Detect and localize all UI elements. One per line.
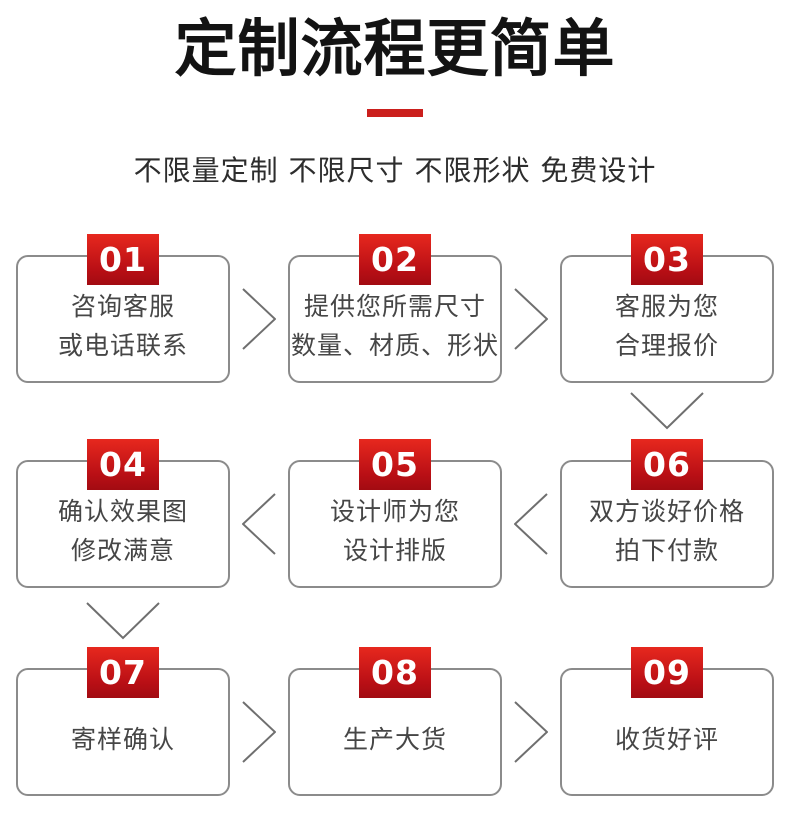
arrow-right-icon bbox=[230, 288, 288, 350]
step-number-badge: 02 bbox=[359, 234, 431, 285]
step-description: 生产大货 bbox=[343, 706, 447, 759]
step-line-1: 收货好评 bbox=[614, 724, 719, 754]
arrow-down-icon bbox=[86, 602, 160, 640]
step-description: 收货好评 bbox=[615, 706, 719, 759]
step-number-badge: 06 bbox=[631, 439, 703, 490]
step-description: 咨询客服 或电话联系 bbox=[58, 273, 188, 365]
step-description: 确认效果图 修改满意 bbox=[58, 478, 188, 570]
step-line-2: 设计排版 bbox=[342, 536, 447, 565]
arrow-down-icon bbox=[630, 392, 704, 430]
step-number-badge: 03 bbox=[631, 234, 703, 285]
step-line-1: 设计师为您 bbox=[329, 497, 460, 526]
flow-row-2: 04 确认效果图 修改满意 05 设计师为您 设计排版 06 bbox=[0, 439, 790, 588]
step-number-badge: 07 bbox=[87, 647, 159, 698]
arrow-right-icon bbox=[502, 701, 560, 763]
step-card-06: 06 双方谈好价格 拍下付款 bbox=[560, 439, 774, 588]
step-number-badge: 05 bbox=[359, 439, 431, 490]
step-card-04: 04 确认效果图 修改满意 bbox=[16, 439, 230, 588]
flow-row-1: 01 咨询客服 或电话联系 02 提供您所需尺寸 数量、材质、形状 bbox=[0, 234, 790, 383]
step-description: 客服为您 合理报价 bbox=[615, 273, 719, 365]
arrow-left-icon bbox=[502, 493, 560, 555]
step-number-badge: 09 bbox=[631, 647, 703, 698]
step-line-2: 修改满意 bbox=[70, 536, 175, 565]
title-underline-bar bbox=[367, 109, 423, 117]
step-card-09: 09 收货好评 bbox=[560, 647, 774, 796]
step-description: 设计师为您 设计排版 bbox=[330, 478, 460, 570]
step-number-badge: 04 bbox=[87, 439, 159, 490]
step-card-08: 08 生产大货 bbox=[288, 647, 502, 796]
arrow-right-icon bbox=[502, 288, 560, 350]
step-line-1: 寄样确认 bbox=[70, 724, 175, 754]
step-line-1: 客服为您 bbox=[614, 292, 719, 321]
step-card-02: 02 提供您所需尺寸 数量、材质、形状 bbox=[288, 234, 502, 383]
step-line-1: 提供您所需尺寸 bbox=[303, 292, 486, 321]
step-line-2: 或电话联系 bbox=[57, 331, 188, 360]
step-line-1: 双方谈好价格 bbox=[588, 497, 745, 526]
step-card-07: 07 寄样确认 bbox=[16, 647, 230, 796]
step-line-1: 确认效果图 bbox=[57, 497, 188, 526]
step-number-badge: 08 bbox=[359, 647, 431, 698]
connector-row-1 bbox=[0, 383, 790, 460]
step-card-03: 03 客服为您 合理报价 bbox=[560, 234, 774, 383]
connector-row-2 bbox=[0, 588, 790, 668]
arrow-right-icon bbox=[230, 701, 288, 763]
step-line-2: 数量、材质、形状 bbox=[290, 331, 499, 360]
page-subtitle: 不限量定制 不限尺寸 不限形状 免费设计 bbox=[133, 154, 657, 187]
process-flow: 01 咨询客服 或电话联系 02 提供您所需尺寸 数量、材质、形状 bbox=[0, 234, 790, 796]
step-card-05: 05 设计师为您 设计排版 bbox=[288, 439, 502, 588]
arrow-left-icon bbox=[230, 493, 288, 555]
step-line-2: 合理报价 bbox=[614, 331, 719, 360]
step-line-2: 拍下付款 bbox=[614, 536, 719, 565]
step-description: 双方谈好价格 拍下付款 bbox=[589, 478, 745, 570]
step-number-badge: 01 bbox=[87, 234, 159, 285]
step-description: 寄样确认 bbox=[71, 706, 175, 759]
step-card-01: 01 咨询客服 或电话联系 bbox=[16, 234, 230, 383]
step-description: 提供您所需尺寸 数量、材质、形状 bbox=[291, 273, 499, 365]
step-line-1: 咨询客服 bbox=[70, 292, 175, 321]
step-line-1: 生产大货 bbox=[342, 724, 447, 754]
page-title: 定制流程更简单 bbox=[174, 12, 616, 85]
flow-row-3: 07 寄样确认 08 生产大货 09 bbox=[0, 647, 790, 796]
